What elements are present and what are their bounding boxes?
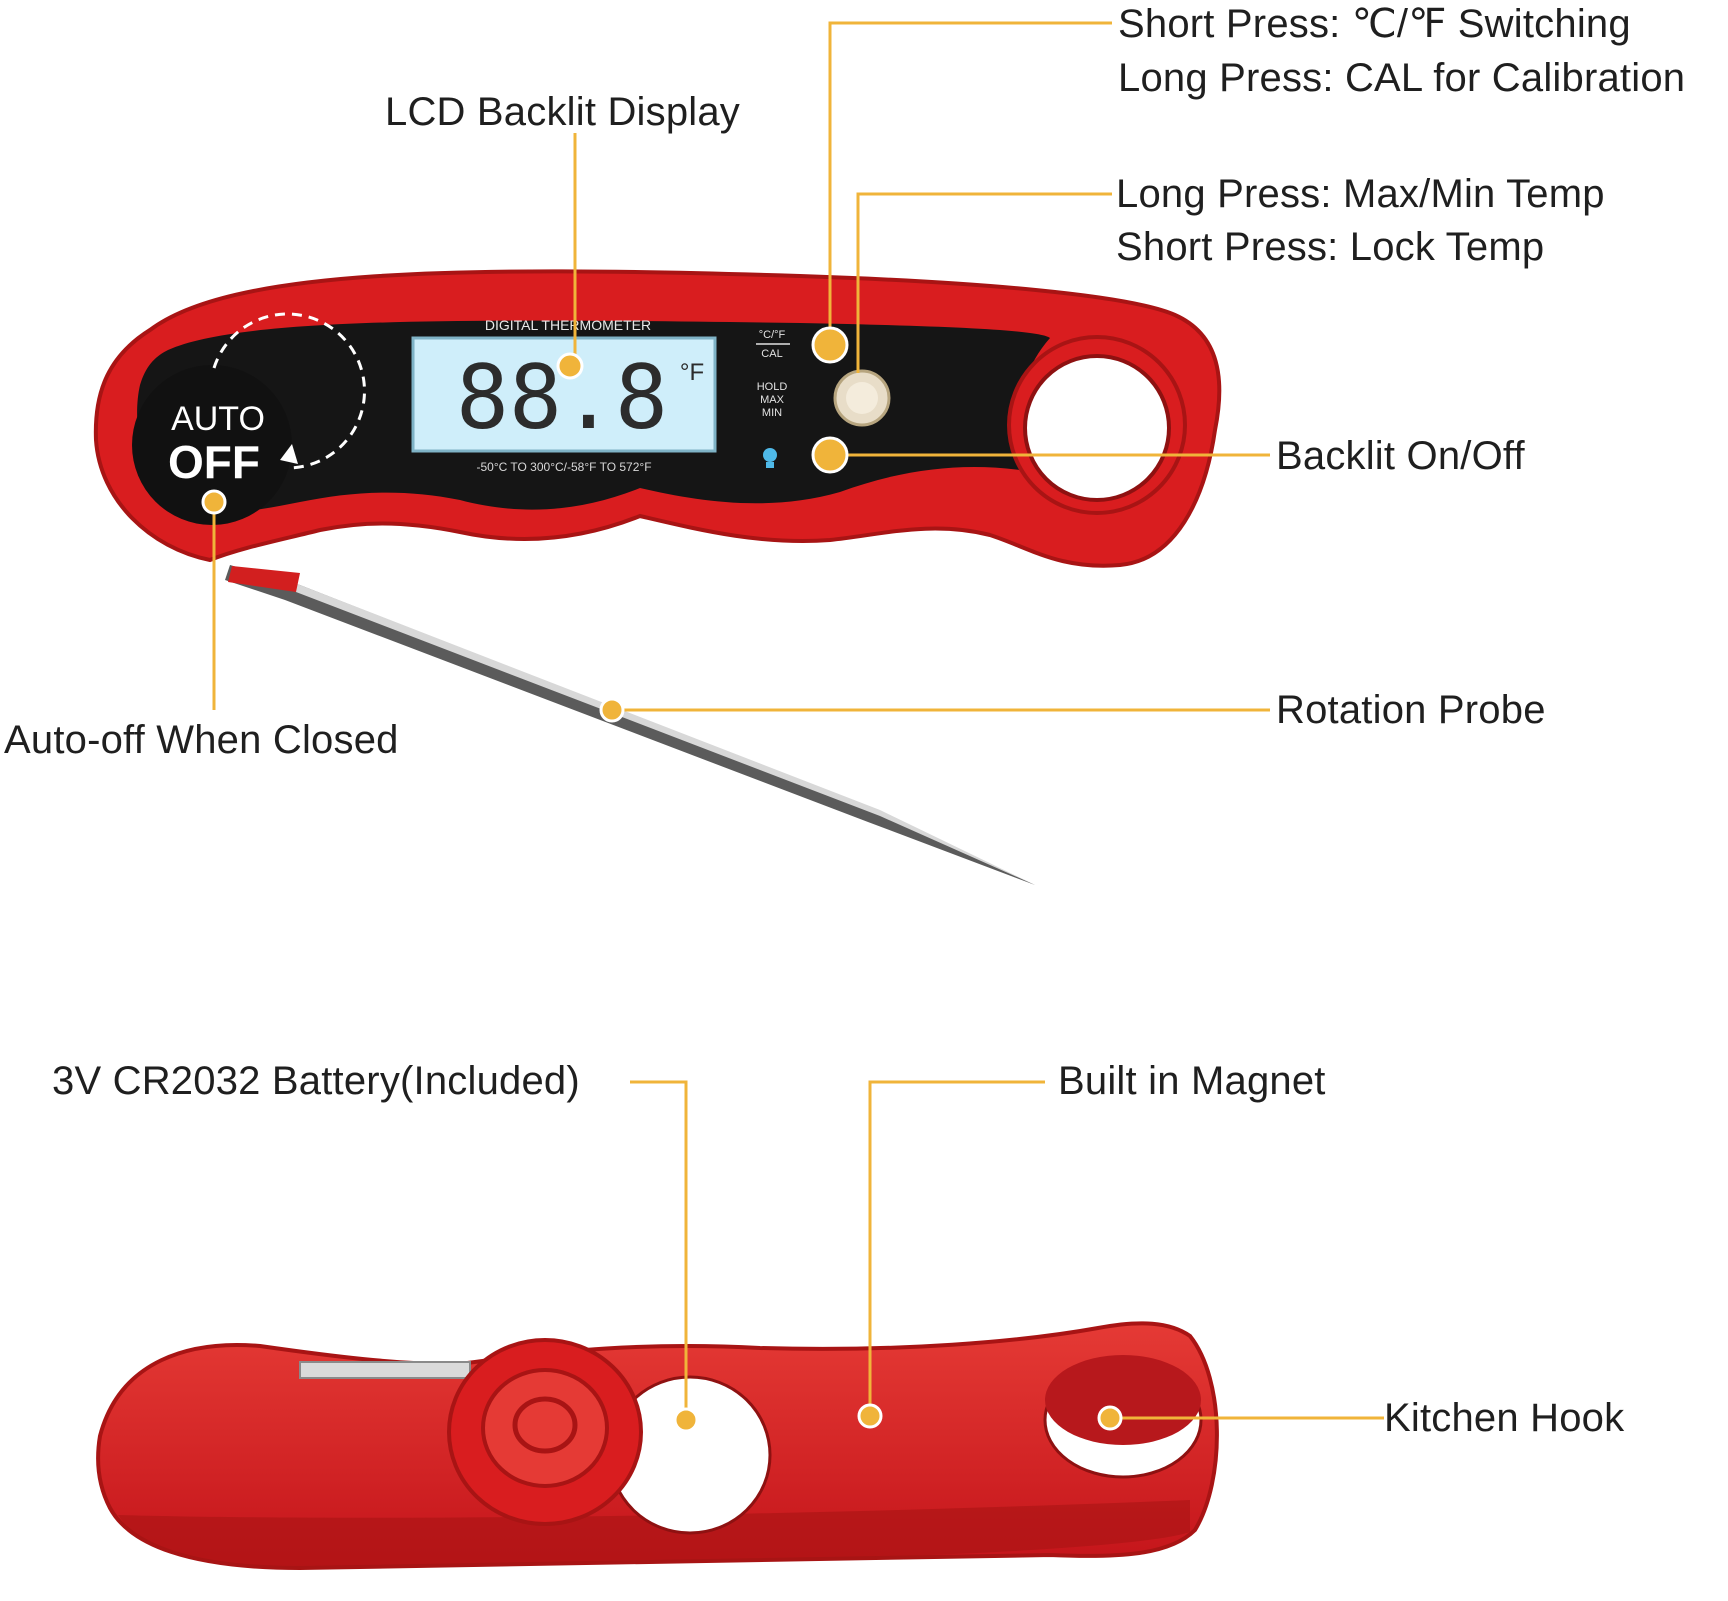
magnet-dot — [857, 1403, 883, 1429]
back-body — [96, 1321, 1219, 1571]
hold-label: HOLD — [757, 381, 788, 393]
callout-lines — [212, 21, 1384, 1420]
hanging-hole — [1023, 354, 1171, 502]
hook-dot — [1097, 1405, 1123, 1431]
max-min-callout-line1: Long Press: Max/Min Temp — [1116, 172, 1605, 216]
callout-dots — [201, 326, 1123, 1433]
battery-callout: 3V CR2032 Battery(Included) — [52, 1059, 580, 1103]
max-label: MAX — [760, 394, 785, 406]
probe-dot — [599, 697, 625, 723]
probe — [225, 565, 1035, 885]
auto-off-callout: Auto-off When Closed — [4, 718, 399, 762]
backlight-callout: Backlit On/Off — [1276, 434, 1525, 478]
max-min-callout-line2: Short Press: Lock Temp — [1116, 225, 1545, 269]
off-label: OFF — [168, 436, 260, 488]
magnet-callout: Built in Magnet — [1058, 1059, 1326, 1103]
battery-dot — [673, 1407, 699, 1433]
unit-switch-callout-line1: Short Press: ℃/℉ Switching — [1118, 2, 1631, 46]
min-label: MIN — [762, 407, 782, 419]
auto-off-badge: AUTO OFF — [132, 312, 366, 525]
panel-title: DIGITAL THERMOMETER — [485, 317, 651, 333]
lcd-dot — [556, 352, 584, 380]
battery-cover — [447, 1338, 643, 1526]
kitchen-hook-callout: Kitchen Hook — [1384, 1396, 1625, 1440]
lightbulb-icon — [763, 448, 777, 468]
lcd-callout: LCD Backlit Display — [385, 90, 741, 134]
auto-label: AUTO — [171, 400, 265, 438]
unit-button-dot[interactable] — [811, 326, 849, 364]
unit-switch-callout-line2: Long Press: CAL for Calibration — [1118, 56, 1686, 100]
range-text: -50°C TO 300°C/-58°F TO 572°F — [476, 460, 651, 474]
probe-callout: Rotation Probe — [1276, 688, 1546, 732]
auto-off-dot — [201, 489, 227, 515]
unit-button-label: °C/°F — [759, 329, 786, 341]
backlight-button-dot[interactable] — [811, 436, 849, 474]
cal-label: CAL — [761, 348, 782, 360]
lcd-unit: °F — [680, 359, 704, 386]
